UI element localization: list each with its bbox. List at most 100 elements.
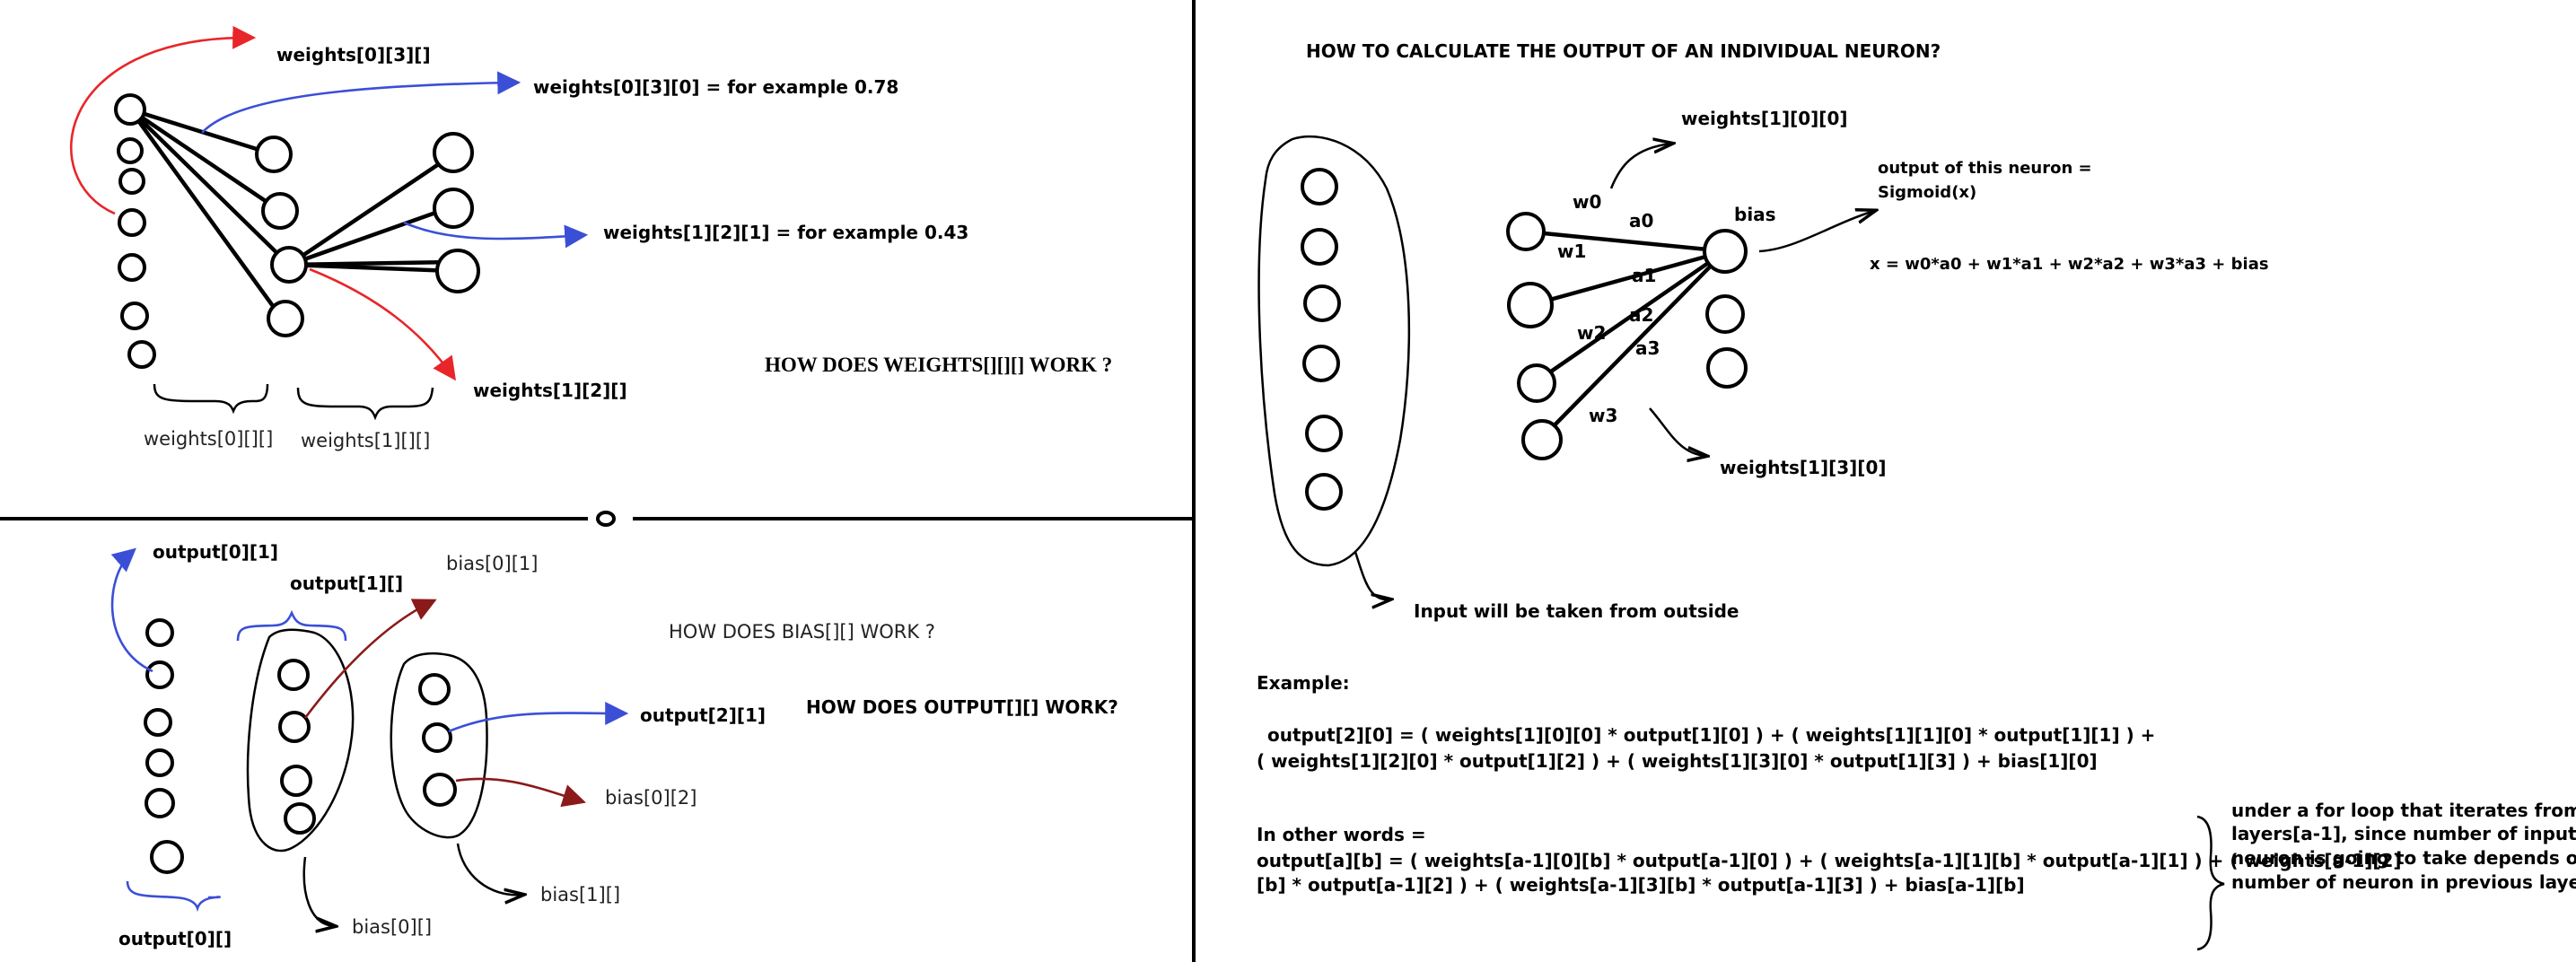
bias-output-network [110,547,629,926]
black-arrow-bias0 [302,856,334,926]
input-node-1 [1301,228,1338,266]
label-bias: bias [1734,204,1776,225]
brace-weights1 [296,387,434,421]
neuron-l1-1 [261,192,299,230]
brace-output1 [236,609,347,642]
red-arrow-bias02 [455,777,586,808]
out0-node-2 [144,708,172,737]
other-line1: output[a][b] = ( weights[a-1][0][b] * ou… [1257,850,2402,871]
prev-neuron-1 [1507,282,1554,328]
label-w3: w3 [1589,405,1617,426]
neuron-diagram [1257,135,1874,599]
out0-node-1 [145,660,174,689]
label-bias02: bias[0][2] [605,787,697,809]
neuron-l1-0 [255,136,293,173]
label-a2: a2 [1629,304,1653,326]
input-node-0 [1301,168,1338,206]
blue-arrow-output21 [448,701,629,733]
out1-node-2 [280,765,312,797]
heading-weights: HOW DOES WEIGHTS[][][] WORK ? [765,354,1112,376]
out0-node-0 [145,618,174,647]
input-blob [1257,135,1411,567]
label-w1: w1 [1557,240,1586,262]
arrow-w130 [1649,407,1705,456]
label-a1: a1 [1632,265,1656,286]
neuron-l0-0 [114,93,146,126]
neuron-l0-4 [118,253,146,282]
label-weights030: weights[0][3][0] = for example 0.78 [533,76,898,98]
black-arrow-bias1 [456,843,522,895]
out2-node-0 [418,673,451,705]
label-weights03: weights[0][3][] [276,44,431,66]
label-w100: weights[1][0][0] [1681,108,1848,129]
note-line1: under a for loop that iterates from 0 to [2231,800,2576,821]
prev-neuron-0 [1506,212,1546,251]
heading-output: HOW DOES OUTPUT[][] WORK? [806,696,1118,718]
label-output01: output[0][1] [153,541,278,563]
label-a0: a0 [1629,210,1653,232]
red-arrow-bias01 [303,599,437,719]
prev-neuron-2 [1517,363,1556,403]
input-note: Input will be taken from outside [1414,600,1739,622]
input-node-5 [1305,473,1343,511]
label-weights121: weights[1][2][1] = for example 0.43 [603,222,968,243]
label-output1: output[1][] [290,573,403,594]
input-node-4 [1305,415,1343,452]
out0-node-4 [145,788,175,818]
label-bias1: bias[1][] [540,884,620,905]
brace-label-weights0: weights[0][][] [144,428,273,450]
blue-arrow-output01 [110,547,153,673]
out2-node-1 [422,722,452,753]
out1-node-3 [284,802,316,835]
note-line3: neuron is going to take depends on the [2231,847,2576,869]
arrow-input-note [1354,551,1389,599]
neuron-l0-3 [118,208,146,237]
note-line2: layers[a-1], since number of inputs our [2231,823,2576,844]
layer1-blob [246,628,355,853]
target-neuron [1703,229,1748,274]
out0-node-5 [150,840,184,874]
blue-arrow-w030 [201,71,521,134]
prev-neuron-3 [1521,419,1563,460]
arrow-output [1758,211,1874,253]
neuron-l0-6 [127,340,156,369]
example-line1: output[2][0] = ( weights[1][0][0] * outp… [1267,724,2155,746]
arrow-w100 [1609,144,1671,189]
neuron-l0-1 [117,137,144,164]
note-line4: number of neuron in previous layer [2231,871,2576,893]
brace-output0 [126,880,221,913]
label-w0: w0 [1573,191,1601,213]
neuron-l2-1 [433,188,474,229]
input-node-2 [1303,284,1341,322]
heading-bias: HOW DOES BIAS[][] WORK ? [669,621,935,643]
label-output21: output[2][1] [640,704,766,726]
sibling-neuron-1 [1706,347,1748,389]
neuron-l1-2 [270,246,308,284]
label-weights12: weights[1][2][] [473,380,627,401]
label-output0: output[0][] [118,928,232,949]
sibling-neuron-0 [1705,294,1745,334]
output-line1: output of this neuron = [1878,159,2092,178]
neuron-l0-5 [120,302,149,330]
neuron-l1-3 [267,300,304,337]
divider-gap-circle [596,511,616,527]
layer2-blob [390,652,488,839]
output-line2: Sigmoid(x) [1878,183,1976,202]
neuron-l2-2 [435,249,480,293]
example-line2: ( weights[1][2][0] * output[1][2] ) + ( … [1257,750,2098,772]
other-line2: [b] * output[a-1][2] ) + ( weights[a-1][… [1257,874,2025,896]
red-arrow-w12 [309,267,456,381]
label-a3: a3 [1635,337,1660,359]
label-bias0: bias[0][] [352,916,432,938]
input-node-3 [1302,345,1340,382]
neuron-l2-0 [433,132,474,173]
label-bias01: bias[0][1] [446,553,538,574]
blue-arrow-w121 [403,221,589,249]
out1-node-1 [278,711,311,743]
red-arrow-w03 [69,25,257,215]
note-brace [2196,815,2225,951]
x-formula: x = w0*a0 + w1*a1 + w2*a2 + w3*a3 + bias [1870,255,2269,274]
out1-node-0 [277,659,310,691]
brace-label-weights1: weights[1][][] [301,430,430,451]
